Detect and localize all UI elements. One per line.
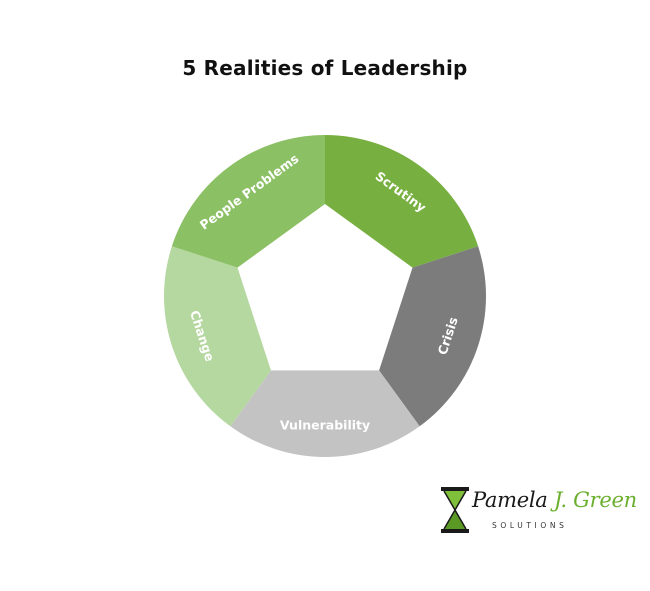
logo-name-last: Green	[573, 488, 637, 512]
logo-name-initial: J.	[553, 488, 574, 512]
ring-segment-5	[171, 135, 325, 268]
ring-segment-3	[230, 370, 420, 458]
diagram-title: 5 Realities of Leadership	[182, 56, 468, 80]
hourglass-icon	[441, 487, 469, 533]
ring-segment-4	[164, 246, 271, 427]
logo-subtitle: SOLUTIONS	[492, 521, 568, 530]
logo-name: Pamela J. Green	[472, 488, 637, 512]
ring-segment-2	[379, 246, 486, 427]
company-logo: Pamela J. Green SOLUTIONS	[440, 484, 637, 540]
ring-segment-1	[325, 135, 479, 268]
ring-segments	[164, 135, 486, 458]
segment-label-3: Vulnerability	[280, 418, 370, 433]
logo-name-first: Pamela	[472, 488, 554, 512]
